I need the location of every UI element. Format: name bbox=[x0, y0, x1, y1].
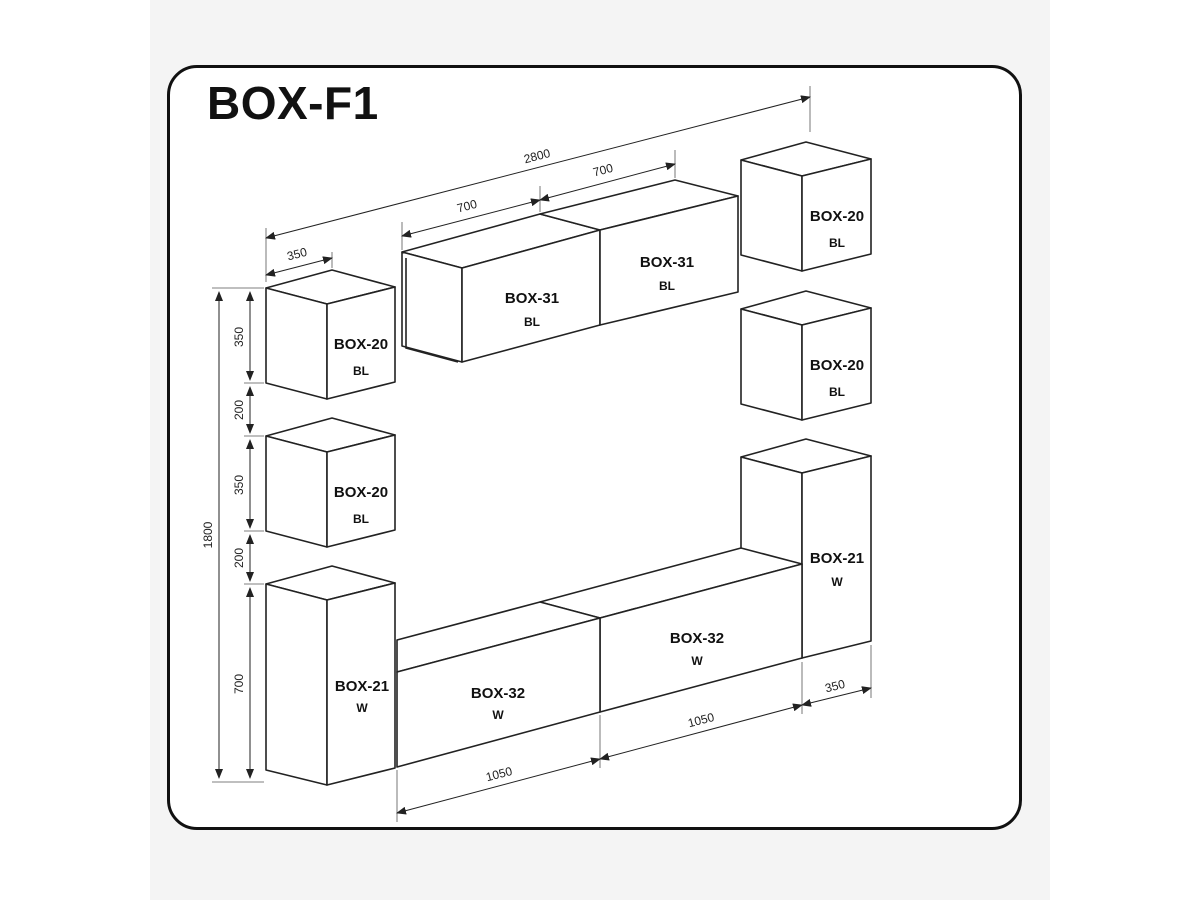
dim-label-v-box-21: 700 bbox=[232, 674, 246, 694]
box-20-top-left bbox=[265, 269, 396, 400]
dim-label-box-21-depth-right: 350 bbox=[824, 677, 847, 696]
label-box-32-right-color: W bbox=[691, 654, 703, 668]
box-20-mid-left-side-face bbox=[265, 435, 328, 548]
label-box-20-top-left-model: BOX-20 bbox=[334, 336, 388, 353]
label-box-31-left-model: BOX-31 bbox=[505, 290, 559, 307]
dim-label-box-31-left: 700 bbox=[456, 197, 479, 216]
label-box-31-left-color: BL bbox=[524, 315, 540, 329]
label-box-21-right-color: W bbox=[831, 575, 843, 589]
dim-label-v-gap-1: 200 bbox=[232, 400, 246, 420]
label-box-20-mid-left-color: BL bbox=[353, 512, 369, 526]
label-box-32-left-color: W bbox=[492, 708, 504, 722]
dim-label-v-box-20-mid: 350 bbox=[232, 475, 246, 495]
box-20-top-left-front-face bbox=[326, 286, 396, 400]
label-box-20-mid-right-model: BOX-20 bbox=[810, 357, 864, 374]
box-20-top-left-side-face bbox=[265, 287, 328, 400]
dim-line-total-width bbox=[265, 95, 811, 240]
label-box-21-left-model: BOX-21 bbox=[335, 678, 389, 695]
label-box-21-right-model: BOX-21 bbox=[810, 550, 864, 567]
box-20-mid-left bbox=[265, 417, 396, 548]
dim-label-v-box-20-top: 350 bbox=[232, 327, 246, 347]
box-21-left-front-face bbox=[326, 582, 396, 786]
label-box-32-left-model: BOX-32 bbox=[471, 685, 525, 702]
dim-label-total-width: 2800 bbox=[522, 146, 552, 166]
box-20-top-right-side-face bbox=[740, 159, 803, 272]
box-20-top-right bbox=[740, 141, 872, 272]
dim-label-box-32-right: 1050 bbox=[686, 710, 716, 730]
box-21-left-side-face bbox=[265, 583, 328, 786]
dim-line-box-31-left bbox=[401, 198, 541, 238]
label-box-20-mid-left-model: BOX-20 bbox=[334, 484, 388, 501]
dim-line-box-21-depth-right bbox=[801, 686, 872, 707]
dim-label-total-height: 1800 bbox=[201, 521, 215, 548]
dim-label-box-32-left: 1050 bbox=[484, 764, 514, 784]
dim-label-box-31-right: 700 bbox=[592, 161, 615, 180]
box-20-mid-right bbox=[740, 290, 872, 421]
label-box-32-right-model: BOX-32 bbox=[670, 630, 724, 647]
dim-line-box-32-right bbox=[599, 703, 803, 761]
label-box-20-top-right-color: BL bbox=[829, 236, 845, 250]
label-box-31-right-color: BL bbox=[659, 279, 675, 293]
box-31-left-inner-edge bbox=[405, 258, 459, 363]
dim-label-v-gap-2: 200 bbox=[232, 548, 246, 568]
label-box-20-top-right-model: BOX-20 bbox=[810, 208, 864, 225]
label-box-20-mid-right-color: BL bbox=[829, 385, 845, 399]
dim-label-box-20-depth-top: 350 bbox=[286, 245, 309, 264]
box-31-left-side-face bbox=[401, 251, 463, 363]
box-20-mid-right-front-face bbox=[801, 307, 872, 421]
box-20-mid-right-side-face bbox=[740, 308, 803, 421]
label-box-20-top-left-color: BL bbox=[353, 364, 369, 378]
label-box-21-left-color: W bbox=[356, 701, 368, 715]
dim-line-box-31-right bbox=[539, 162, 676, 202]
label-box-31-right-model: BOX-31 bbox=[640, 254, 694, 271]
dim-line-box-20-depth-top bbox=[265, 256, 333, 277]
box-31-left bbox=[401, 213, 601, 363]
box-20-mid-left-front-face bbox=[326, 434, 396, 548]
dim-line-box-32-left bbox=[396, 757, 601, 815]
box-21-left bbox=[265, 565, 396, 786]
